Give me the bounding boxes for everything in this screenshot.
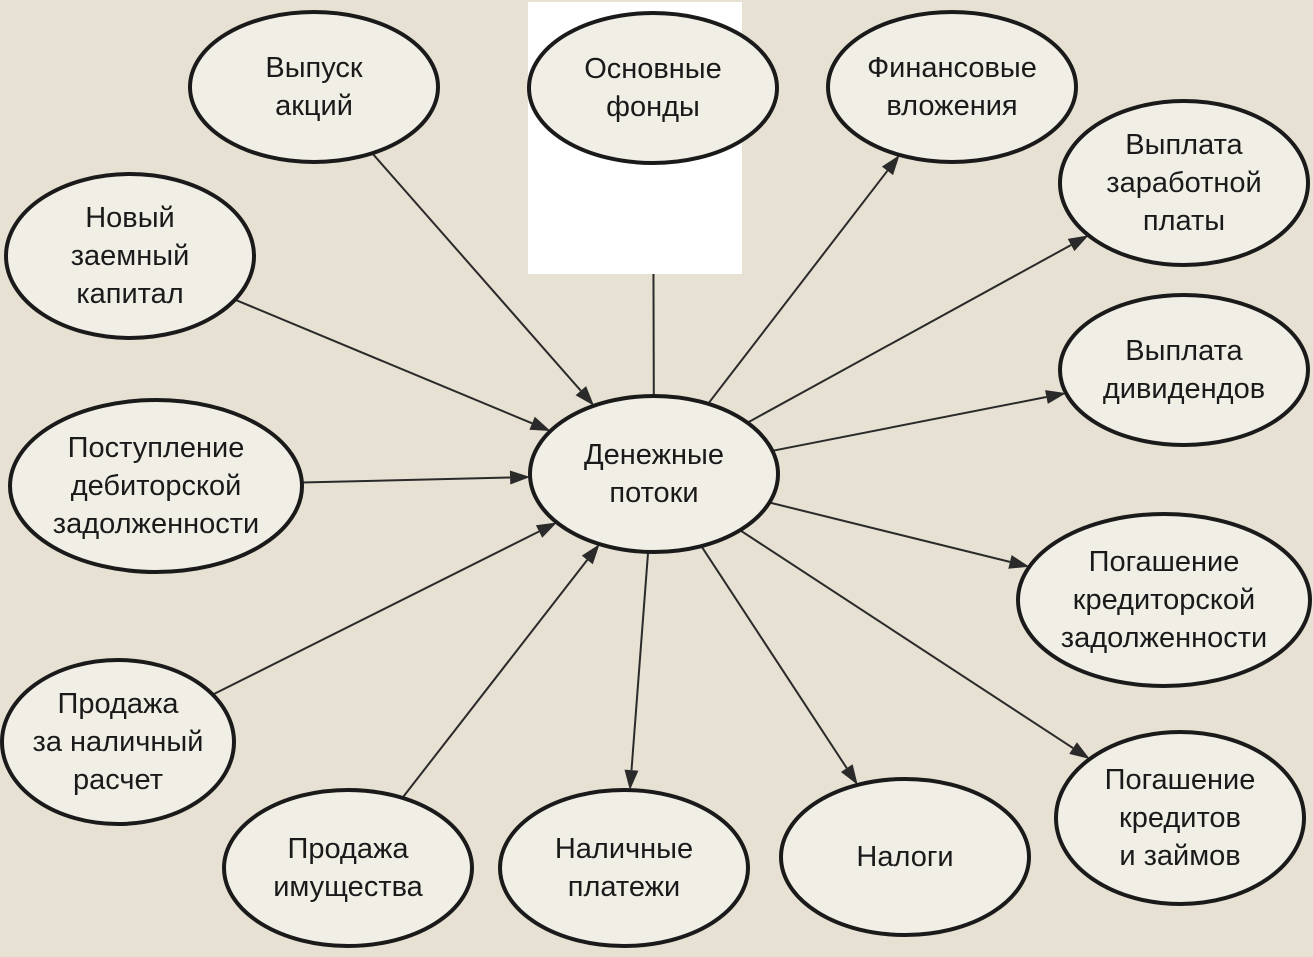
node-loan-repayment: Погашение кредитов и займов (1054, 730, 1306, 906)
node-label-line: имущества (273, 871, 423, 903)
arrowhead (509, 470, 531, 485)
node-label-line: Новый (85, 202, 175, 234)
node-ellipse (0, 658, 236, 826)
edge-line (401, 559, 589, 799)
node-ellipse (8, 398, 304, 574)
node-label-line: вложения (886, 90, 1017, 122)
edge-line (746, 244, 1072, 424)
edge-center-to-dividend-payment (772, 390, 1067, 452)
edge-line (707, 170, 889, 405)
edge-line (772, 396, 1047, 452)
arrowhead (881, 155, 900, 176)
arrowhead (1067, 235, 1089, 252)
node-label-line: Погашение (1105, 764, 1256, 796)
edge-line (301, 476, 511, 484)
edge-property-sale-to-center (401, 544, 600, 799)
node-label-line: платы (1143, 205, 1225, 237)
edge-line (212, 530, 540, 696)
edge-share-issue-to-center (371, 152, 594, 406)
node-ellipse (498, 788, 750, 948)
node-label-line: Продажа (57, 688, 179, 720)
edge-new-borrowed-capital-to-center (234, 298, 551, 431)
arrowhead (624, 769, 639, 791)
node-ellipse (188, 10, 440, 164)
node-ellipse (826, 10, 1078, 164)
arrowhead (1045, 390, 1067, 404)
node-label-line: фонды (606, 91, 700, 123)
edge-center-to-loan-repayment (739, 529, 1090, 759)
arrowhead (1008, 555, 1030, 569)
node-center: Денежные потоки (528, 394, 780, 554)
node-receivables-collection: Поступление дебиторской задолженности (8, 398, 304, 574)
node-label-line: задолженности (53, 508, 259, 540)
node-label-line: Основные (584, 53, 722, 85)
node-new-borrowed-capital: Новый заемный капитал (4, 172, 256, 340)
node-financial-investments: Финансовые вложения (826, 10, 1078, 164)
edge-line (630, 551, 650, 771)
edge-line (739, 529, 1074, 749)
node-ellipse (528, 394, 780, 554)
node-label-line: расчет (73, 764, 163, 796)
node-label-line: Финансовые (867, 52, 1037, 84)
node-cash-payments: Наличные платежи (498, 788, 750, 948)
node-label-line: Поступление (68, 432, 245, 464)
node-label-line: потоки (609, 477, 698, 509)
edge-center-to-payables-repayment (769, 501, 1030, 569)
node-label-line: капитал (76, 278, 183, 310)
edge-center-to-cash-payments (624, 551, 650, 791)
node-label-line: заработной (1106, 167, 1261, 199)
edge-center-to-salary-payment (746, 235, 1089, 424)
node-ellipse (4, 172, 256, 340)
node-label-line: кредиторской (1073, 584, 1255, 616)
node-label-line: задолженности (1061, 622, 1267, 654)
edge-center-to-financial-investments (707, 155, 900, 405)
node-label-line: акций (275, 90, 353, 122)
node-label-line: кредитов (1119, 802, 1241, 834)
node-label-line: дебиторской (71, 470, 242, 502)
node-ellipse (1054, 730, 1306, 906)
arrowhead (535, 522, 557, 538)
node-label-line: Денежные (584, 439, 724, 471)
edge-line (769, 501, 1011, 563)
edge-cash-sales-to-center (212, 522, 557, 696)
arrowhead (529, 416, 551, 431)
node-taxes: Налоги (779, 777, 1031, 937)
node-ellipse (779, 777, 1031, 937)
node-label-line: дивидендов (1103, 373, 1265, 405)
edge-center-to-taxes (700, 545, 858, 785)
node-ellipse (222, 788, 474, 948)
node-label-line: Выплата (1125, 335, 1243, 367)
node-property-sale: Продажа имущества (222, 788, 474, 948)
node-ellipse (1058, 293, 1310, 447)
node-cash-sales: Продажа за наличный расчет (0, 658, 236, 826)
edge-line (371, 152, 582, 392)
node-share-issue: Выпуск акций (188, 10, 440, 164)
node-label-line: заемный (71, 240, 190, 272)
node-label-line: платежи (568, 871, 680, 903)
edge-line (234, 298, 533, 425)
arrowhead (840, 764, 858, 785)
edge-line (700, 545, 848, 769)
nodes-layer: Денежные потоки Выпуск акций Основные фонды Фи… (0, 10, 1312, 948)
node-salary-payment: Выплата заработной платы (1058, 99, 1310, 267)
node-label-line: Продажа (287, 833, 409, 865)
node-label-line: Выплата (1125, 129, 1243, 161)
node-label-line: Погашение (1089, 546, 1240, 578)
node-label-line: Налоги (856, 841, 953, 873)
edge-receivables-collection-to-center (301, 470, 531, 485)
node-label-line: и займов (1119, 840, 1240, 872)
node-label-line: за наличный (33, 726, 204, 758)
node-ellipse (1058, 99, 1310, 267)
node-ellipse (527, 11, 779, 165)
arrowhead (1069, 742, 1090, 759)
node-dividend-payment: Выплата дивидендов (1058, 293, 1310, 447)
node-label-line: Наличные (555, 833, 693, 865)
node-label-line: Выпуск (265, 52, 363, 84)
node-payables-repayment: Погашение кредиторской задолженности (1016, 512, 1312, 688)
arrowhead (581, 544, 600, 565)
node-fixed-assets: Основные фонды (527, 11, 779, 165)
node-ellipse (1016, 512, 1312, 688)
arrowhead (575, 386, 594, 406)
